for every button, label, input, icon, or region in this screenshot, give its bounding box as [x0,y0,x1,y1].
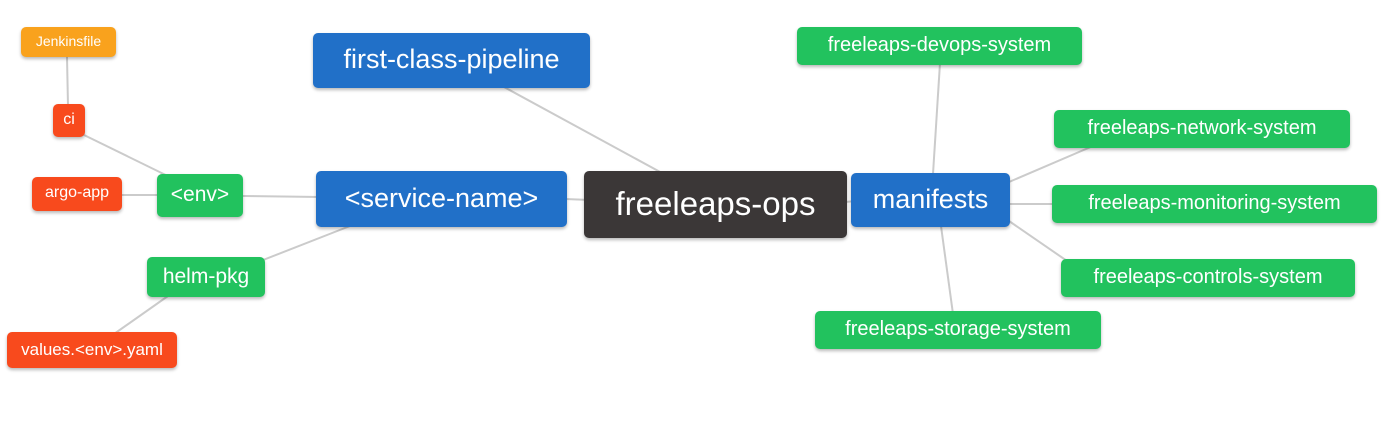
node-freeleaps-ops[interactable]: freeleaps-ops [584,171,847,238]
node-label: values.<env>.yaml [21,339,163,359]
node-service-name[interactable]: <service-name> [316,171,567,227]
edge-manifests--freeleaps-controls-system [1008,220,1071,264]
node-label: freeleaps-ops [615,185,816,222]
node-ci[interactable]: ci [53,104,85,137]
node-label: Jenkinsfile [35,33,102,49]
node-freeleaps-monitoring-system[interactable]: freeleaps-monitoring-system [1052,185,1377,223]
edge-first-class-pipeline--freeleaps-ops [503,86,663,174]
node-label: freeleaps-monitoring-system [1088,192,1341,214]
node-freeleaps-controls-system[interactable]: freeleaps-controls-system [1061,259,1355,297]
edge-env--service-name [242,195,321,198]
node-argo-app[interactable]: argo-app [32,177,122,211]
edge-jenkinsfile--ci [66,56,69,107]
node-freeleaps-network-system[interactable]: freeleaps-network-system [1054,110,1350,148]
node-jenkinsfile[interactable]: Jenkinsfile [21,27,116,57]
node-label: first-class-pipeline [343,44,560,74]
edge-manifests--freeleaps-network-system [1008,145,1094,183]
edge-service-name--helm-pkg [257,225,351,263]
node-label: argo-app [44,184,110,201]
node-helm-pkg[interactable]: helm-pkg [147,257,265,297]
edge-manifests--freeleaps-storage-system [940,225,954,315]
node-label: freeleaps-storage-system [845,318,1071,340]
node-freeleaps-storage-system[interactable]: freeleaps-storage-system [815,311,1101,349]
node-label: freeleaps-devops-system [827,34,1052,56]
node-label: ci [63,110,75,128]
node-env[interactable]: <env> [157,174,243,217]
node-values-env-yaml[interactable]: values.<env>.yaml [7,332,177,368]
node-label: <service-name> [344,182,539,213]
node-manifests[interactable]: manifests [851,173,1010,227]
node-label: freeleaps-controls-system [1093,266,1323,288]
node-freeleaps-devops-system[interactable]: freeleaps-devops-system [797,27,1082,65]
node-label: manifests [872,183,989,214]
edge-manifests--freeleaps-devops-system [932,62,941,175]
edge-helm-pkg--values-env-yaml [113,295,169,335]
node-label: freeleaps-network-system [1087,117,1317,139]
node-label: helm-pkg [162,264,250,288]
node-label: <env> [170,183,230,206]
node-first-class-pipeline[interactable]: first-class-pipeline [313,33,590,88]
